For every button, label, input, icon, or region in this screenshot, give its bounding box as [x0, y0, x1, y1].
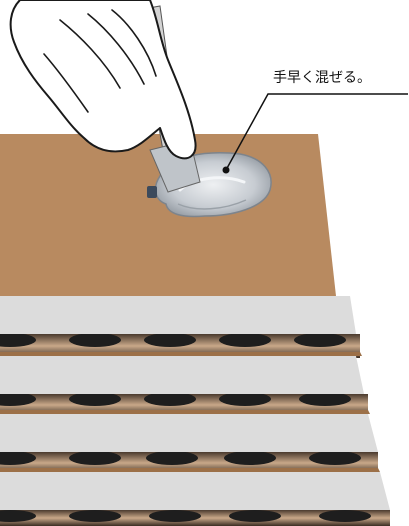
roller	[219, 333, 271, 347]
roller	[69, 510, 121, 522]
gloved-hand	[9, 0, 197, 160]
board-edge	[0, 410, 370, 414]
roller	[319, 510, 371, 522]
roller	[224, 451, 276, 465]
roller	[299, 392, 351, 406]
cardboard-sheet	[0, 414, 378, 452]
roller	[294, 333, 346, 347]
roller	[0, 451, 36, 465]
cardboard-stack	[0, 296, 390, 510]
roller	[0, 333, 36, 347]
callout-dot	[222, 166, 230, 174]
roller	[69, 451, 121, 465]
roller	[149, 510, 201, 522]
roller	[0, 510, 36, 522]
cardboard-sheet	[0, 356, 364, 394]
roller	[144, 333, 196, 347]
roller	[0, 392, 36, 406]
cardboard-sheet	[0, 472, 390, 510]
roller	[229, 510, 281, 522]
roller	[309, 451, 361, 465]
board-edge	[0, 468, 380, 472]
roller	[144, 392, 196, 406]
callout-label: 手早く混ぜる。	[273, 70, 371, 86]
roller	[69, 333, 121, 347]
cardboard-sheet	[0, 296, 356, 334]
roller	[146, 451, 198, 465]
board-edge	[0, 352, 362, 356]
roller	[219, 392, 271, 406]
callout-leader-line	[225, 93, 408, 171]
roller	[69, 392, 121, 406]
